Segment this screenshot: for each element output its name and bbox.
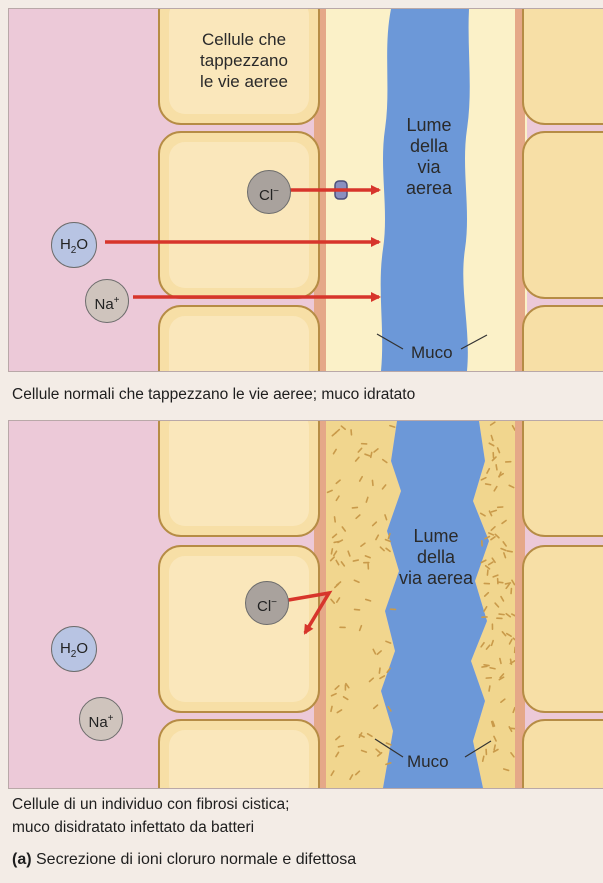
bacterium [511,659,512,664]
cf-panel-caption-line2: muco disidratato infettato da batteri [12,818,254,838]
ion-symbol: Na [88,714,107,731]
bacterium [335,517,336,522]
bacterium [499,614,504,615]
bacterium [338,746,343,747]
bacterium [372,480,373,485]
cell-label-line: le vie aeree [179,71,309,92]
lumen-label-line: via aerea [395,568,477,589]
bacterium [489,686,490,691]
bacterium [484,665,489,666]
ion-symbol: Cl [259,187,273,204]
bacterium [486,484,491,485]
normal-panel-caption: Cellule normali che tappezzano le vie ae… [12,385,415,405]
chloride-ion: Cl− [247,170,291,214]
water-molecule: H2O [51,626,97,672]
lumen-label-line: via aerea [394,157,464,199]
water-molecule: H2O [51,222,97,268]
lumen-label: Lume della via aerea [394,115,464,199]
ion-symbol: O [76,236,88,253]
bacterium [331,549,332,554]
bacterium [371,452,372,457]
bacterium [331,706,332,711]
ion-charge: + [108,713,114,724]
lumen-label-line: Lume [395,526,477,547]
lumen-label-line: Lume [394,115,464,136]
bacterium [482,666,487,667]
airway-lumen [381,421,489,788]
bacterium [496,465,497,470]
bacterium [379,668,380,673]
bacterium [355,609,360,610]
ion-charge: − [273,186,279,197]
bacterium [483,756,484,761]
ion-symbol: H [60,640,71,657]
right-epithelial-cells [515,421,603,788]
normal-airway-panel: Cellule che tappezzano le vie aeree Lume… [8,8,603,372]
figure-caption: (a) Secrezione di ioni cloruro normale e… [12,850,356,870]
cell-label-line: tappezzano [179,50,309,71]
cf-panel-caption-line1: Cellule di un individuo con fibrosi cist… [12,795,289,815]
bacterium [334,541,339,542]
bacterium [507,551,512,552]
ion-symbol: Na [94,296,113,313]
mucus-label: Muco [407,751,449,772]
bacterium [494,745,495,750]
bacterium [500,659,501,664]
bacterium [505,583,510,584]
cell-label-line: Cellule che [179,29,309,50]
lumen-label-line: della [395,547,477,568]
ion-symbol: H [60,236,71,253]
figure-caption-text: Secrezione di ioni cloruro normale e dif… [32,851,357,868]
chloride-ion: Cl− [245,581,289,625]
ion-symbol: Cl [257,598,271,615]
right-epithelial-cells [515,9,603,371]
bacterium [490,668,495,669]
bacterium [352,507,357,508]
mucus-label: Muco [411,342,453,363]
sodium-ion: Na+ [85,279,129,323]
cell-label: Cellule che tappezzano le vie aeree [179,29,309,92]
bacterium [353,560,358,561]
ion-charge: − [271,597,277,608]
lumen-label: Lume della via aerea [395,526,477,589]
cystic-fibrosis-panel: Lume della via aerea Muco Cl− H2O Na+ [8,420,603,789]
ion-symbol: O [76,640,88,657]
left-epithelial-cells [159,421,326,788]
figure-tag: (a) [12,851,32,868]
lumen-label-line: della [394,136,464,157]
sodium-ion: Na+ [79,697,123,741]
ion-charge: + [114,295,120,306]
